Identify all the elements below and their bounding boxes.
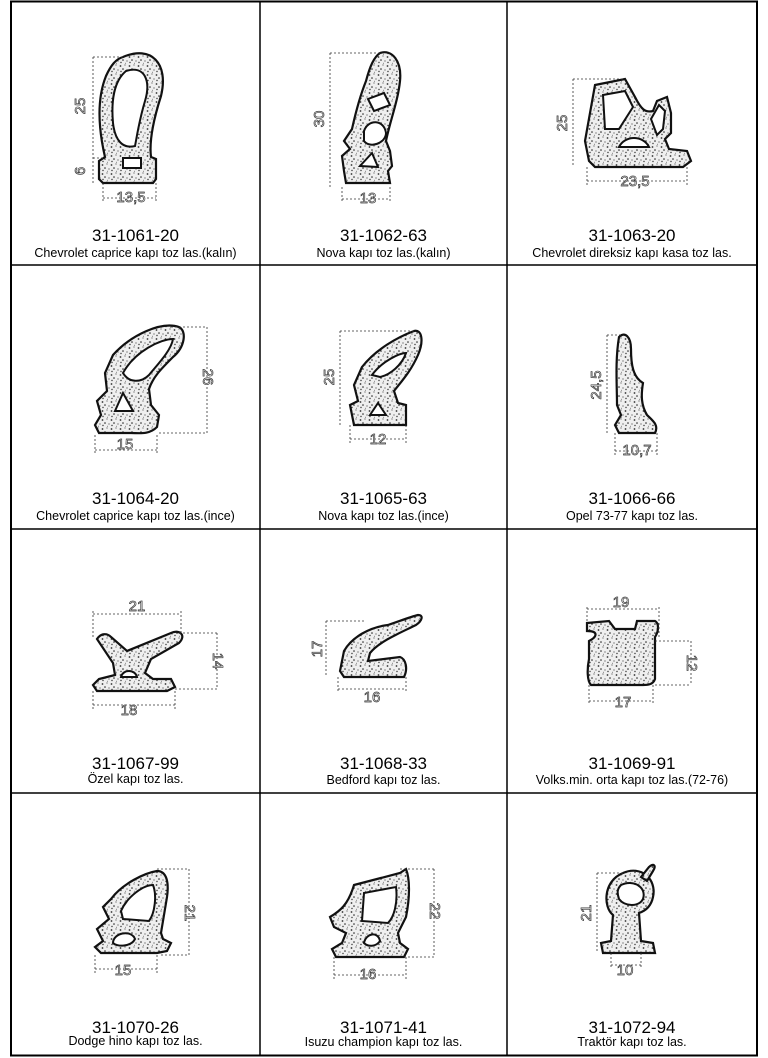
- product-description: Chevrolet caprice kapı toz las.(ince): [36, 509, 235, 523]
- dim-label: 16: [360, 966, 377, 983]
- product-code: 31-1064-20: [92, 489, 179, 508]
- product-code: 31-1069-91: [588, 754, 676, 773]
- dim-label: 26: [199, 369, 216, 386]
- product-description: Nova kapı toz las.(ince): [318, 509, 449, 523]
- product-code: 31-1071-41: [340, 1018, 427, 1037]
- dim-label: 10: [617, 962, 634, 979]
- dim-label: 13: [360, 190, 377, 207]
- dim-label: 18: [121, 702, 138, 719]
- product-code: 31-1061-20: [92, 226, 179, 245]
- profile-drawing: 22 16: [328, 867, 443, 983]
- product-cell: 24,5 10,7 31-1066-66 Opel 73-77 kapı toz…: [507, 265, 757, 529]
- dim-label: 24,5: [588, 370, 605, 399]
- dim-label: 25: [554, 115, 571, 132]
- product-code: 31-1065-63: [340, 489, 427, 508]
- profile-drawing: 19 12 17: [585, 594, 700, 711]
- product-description: Traktör kapı toz las.: [577, 1035, 687, 1049]
- product-description: Isuzu champion kapı toz las.: [304, 1035, 463, 1049]
- profile-drawing: 30 13: [311, 51, 402, 207]
- product-cell: 17 16 31-1068-33 Bedford kapı toz las.: [260, 529, 507, 793]
- dim-label: 30: [311, 111, 328, 128]
- dim-label: 16: [364, 689, 381, 706]
- profile-drawing: 21 15: [93, 868, 198, 979]
- dim-label: 15: [115, 962, 132, 979]
- profile-drawing: 17 16: [309, 613, 423, 706]
- product-description: Chevrolet caprice kapı toz las.(kalın): [34, 246, 237, 260]
- product-cell: 25 6 13,5 31-1061-20 Chevrolet caprice k…: [11, 1, 260, 265]
- dim-label: 13,5: [116, 189, 145, 206]
- dim-label: 12: [370, 431, 387, 448]
- dim-label: 14: [209, 653, 226, 670]
- product-description: Chevrolet direksiz kapı kasa toz las.: [532, 246, 732, 260]
- dim-label: 12: [683, 655, 700, 672]
- profile-drawing: 26 15: [93, 324, 216, 453]
- product-description: Volks.min. orta kapı toz las.(72-76): [535, 773, 729, 787]
- profile-drawing: 21 14 18: [91, 598, 226, 719]
- dim-label: 25: [72, 98, 89, 115]
- dim-label: 17: [615, 694, 632, 711]
- product-description: Dodge hino kapı toz las.: [68, 1034, 203, 1048]
- product-description: Opel 73-77 kapı toz las.: [565, 509, 699, 523]
- product-cell: 25 23,5 31-1063-20 Chevrolet direksiz ka…: [507, 1, 757, 265]
- dim-label: 25: [321, 369, 338, 386]
- product-code: 31-1067-99: [92, 754, 179, 773]
- dim-label: 21: [129, 598, 146, 615]
- product-cell: 19 12 17 31-1069-91 Volks.min. orta kapı…: [507, 529, 757, 793]
- dim-label: 10,7: [622, 442, 651, 459]
- dim-label: 21: [578, 905, 595, 922]
- product-cell: 21 10 31-1072-94 Traktör kapı toz las.: [507, 793, 757, 1058]
- product-cell: 26 15 31-1064-20 Chevrolet caprice kapı …: [11, 265, 260, 529]
- product-code: 31-1070-26: [92, 1018, 179, 1037]
- dim-label: 23,5: [620, 173, 649, 190]
- product-cell: 22 16 31-1071-41 Isuzu champion kapı toz…: [260, 793, 507, 1058]
- dim-label: 19: [613, 594, 630, 611]
- product-cell: 21 14 18 31-1067-99 Özel kapı toz las.: [11, 529, 260, 793]
- profile-drawing: 25 6 13,5: [72, 52, 164, 206]
- dim-label: 21: [181, 905, 198, 922]
- profile-drawing: 25 23,5: [554, 77, 693, 190]
- product-description: Özel kapı toz las.: [87, 772, 184, 786]
- dim-label: 22: [426, 903, 443, 920]
- product-cell: 25 12 31-1065-63 Nova kapı toz las.(ince…: [260, 265, 507, 529]
- product-cell: 30 13 31-1062-63 Nova kapı toz las.(kalı…: [260, 1, 507, 265]
- product-cell: 21 15 31-1070-26 Dodge hino kapı toz las…: [11, 793, 260, 1058]
- profile-drawing: 25 12: [321, 329, 423, 448]
- profile-drawing: 21 10: [578, 863, 657, 979]
- product-code: 31-1072-94: [588, 1018, 676, 1037]
- product-code: 31-1062-63: [340, 226, 427, 245]
- dim-label: 6: [72, 167, 89, 175]
- product-code: 31-1063-20: [588, 226, 676, 245]
- dim-label: 17: [309, 641, 326, 658]
- product-description: Bedford kapı toz las.: [326, 773, 441, 787]
- profile-drawing: 24,5 10,7: [588, 333, 658, 459]
- product-code: 31-1068-33: [340, 754, 427, 773]
- dim-label: 15: [117, 436, 134, 453]
- product-description: Nova kapı toz las.(kalın): [316, 246, 451, 260]
- product-code: 31-1066-66: [588, 489, 676, 508]
